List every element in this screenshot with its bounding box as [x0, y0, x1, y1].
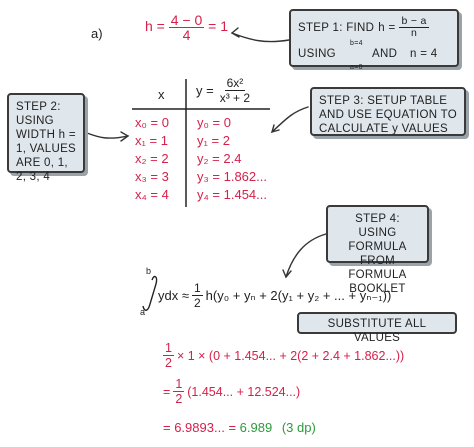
y-header-fraction: 6x² x³ + 2 — [218, 76, 252, 105]
calc2-eq: = — [163, 384, 171, 399]
final-eq: = — [228, 420, 237, 435]
final-answer: 6.989 — [239, 420, 273, 435]
x-value-4: x₄ = 4 — [135, 187, 169, 202]
part-label: a) — [91, 26, 103, 41]
arrow-step1 — [231, 32, 290, 43]
calc1-half-den: 2 — [165, 356, 172, 370]
step3-box: STEP 3: SETUP TABLE AND USE EQUATION TO … — [310, 87, 466, 136]
table-x-header: x — [158, 87, 165, 102]
step1-upper-limit: b=4 — [350, 40, 363, 47]
calc1-half-num: 1 — [163, 341, 174, 356]
y-value-0: y₀ = 0 — [197, 115, 231, 130]
final-answer-line: = 6.9893... = 6.989 (3 dp) — [163, 420, 316, 435]
formula-integrand: ydx ≈ — [158, 288, 189, 303]
formula-upper-limit: b — [146, 266, 152, 276]
formula-half-den: 2 — [193, 296, 201, 310]
x-value-2: x₂ = 2 — [135, 151, 169, 166]
table-y-header: y = 6x² x³ + 2 — [196, 76, 252, 105]
formula-half: 1 2 — [191, 281, 203, 310]
step1-lower-limit: a=0 — [350, 64, 363, 71]
substitute-box: SUBSTITUTE ALL VALUES — [297, 312, 457, 344]
final-dp: (3 dp) — [281, 420, 316, 435]
y-header-lhs: y = — [196, 83, 214, 98]
arrow-step4 — [285, 233, 327, 278]
h-lhs: h = — [145, 18, 165, 35]
step1-and: AND — [372, 48, 398, 60]
arrow-step3 — [271, 106, 309, 133]
final-value: = 6.9893... — [163, 420, 225, 435]
h-numerator: 4 − 0 — [168, 12, 205, 28]
y-header-denominator: x³ + 2 — [219, 91, 251, 105]
step4-box: STEP 4: USING FORMULA FROM FORMULA BOOKL… — [326, 205, 429, 295]
calc2-half-den: 2 — [175, 392, 183, 406]
calc1-half: 1 2 — [163, 341, 174, 370]
step1-n-eq: n = 4 — [410, 48, 438, 60]
step1-h-eq: h = — [378, 21, 396, 34]
calc2-half-num: 1 — [173, 377, 185, 392]
step2-box: STEP 2: USING WIDTH h = 1, VALUES ARE 0,… — [7, 93, 85, 183]
calculation-line-1: 1 2 × 1 × (0 + 1.454... + 2(2 + 2.4 + 1.… — [163, 341, 404, 370]
step1-using: USING — [298, 48, 336, 60]
y-value-3: y₃ = 1.862... — [197, 169, 267, 184]
step4-text: STEP 4: USING FORMULA FROM FORMULA BOOKL… — [348, 213, 407, 295]
y-value-2: y₂ = 2.4 — [197, 151, 242, 166]
formula-lower-limit: a — [140, 307, 146, 317]
step1-fraction: b − a n — [399, 15, 429, 39]
h-rhs: = 1 — [208, 18, 229, 35]
trapezium-formula: ydx ≈ 1 2 h(y₀ + yₙ + 2(y₁ + y₂ + ... + … — [158, 281, 391, 310]
arrow-step2 — [86, 132, 129, 139]
step3-text: STEP 3: SETUP TABLE AND USE EQUATION TO … — [319, 95, 457, 135]
h-fraction: 4 − 0 4 — [168, 12, 205, 43]
y-header-numerator: 6x² — [224, 76, 246, 91]
step2-text: STEP 2: USING WIDTH h = 1, VALUES ARE 0,… — [16, 101, 77, 183]
x-value-3: x₃ = 3 — [135, 169, 169, 184]
integral-sign — [142, 275, 158, 311]
step1-denominator: n — [410, 27, 418, 39]
y-value-4: y₄ = 1.454... — [197, 187, 267, 202]
substitute-label: SUBSTITUTE ALL VALUES — [327, 318, 427, 344]
step1-box: STEP 1: FIND h = b − a n USING b=4 a=0 A… — [289, 9, 459, 71]
calc2-half: 1 2 — [173, 377, 185, 406]
calc2-body: (1.454... + 12.524...) — [187, 384, 301, 399]
calculation-line-2: = 1 2 (1.454... + 12.524...) — [163, 377, 300, 406]
x-value-0: x₀ = 0 — [135, 115, 169, 130]
calc1-body: × 1 × (0 + 1.454... + 2(2 + 2.4 + 1.862.… — [176, 348, 405, 363]
step1-numerator: b − a — [399, 15, 429, 28]
x-value-1: x₁ = 1 — [135, 133, 168, 148]
formula-half-num: 1 — [191, 281, 203, 296]
h-calculation: h = 4 − 0 4 = 1 — [145, 13, 228, 42]
formula-body: h(y₀ + yₙ + 2(y₁ + y₂ + ... + yₙ₋₁)) — [205, 287, 392, 303]
step1-title: STEP 1: FIND — [298, 21, 375, 34]
y-value-1: y₁ = 2 — [197, 133, 230, 148]
h-denominator: 4 — [182, 27, 191, 43]
